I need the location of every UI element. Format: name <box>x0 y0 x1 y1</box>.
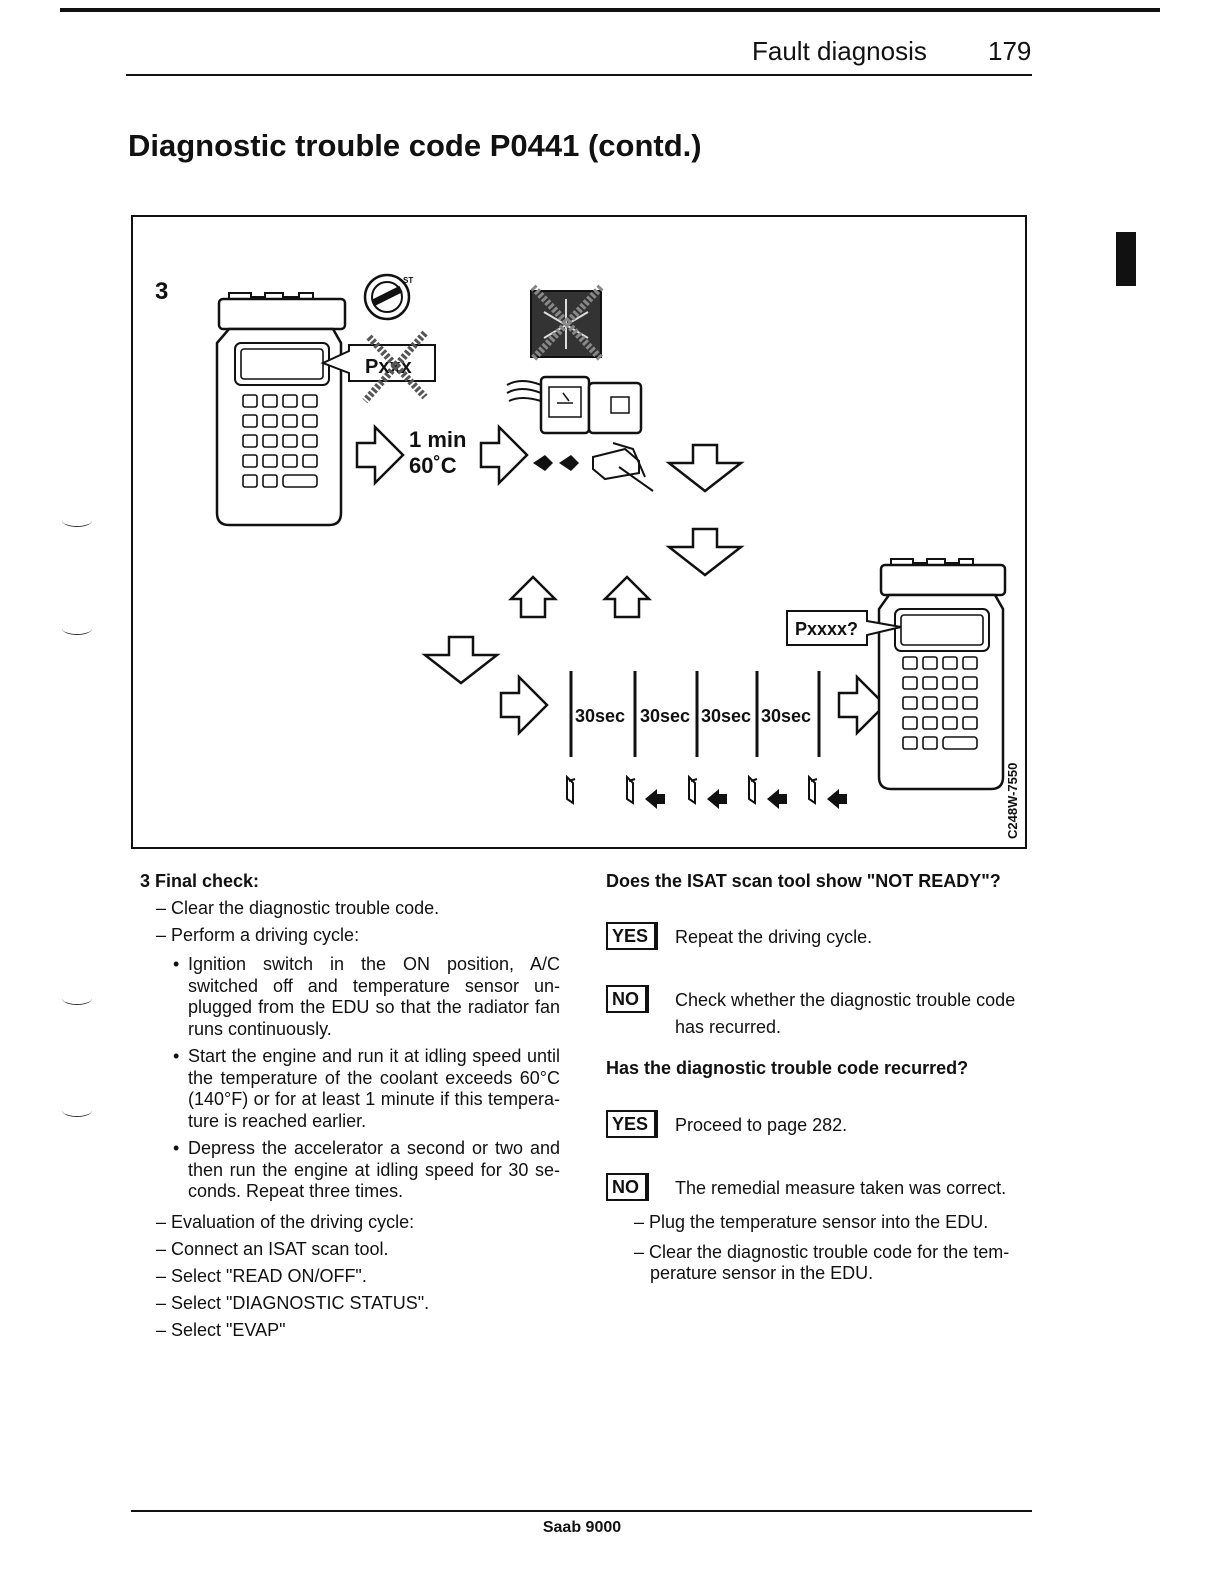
temperature-sensor-connector-icon <box>506 375 643 435</box>
answer-no: NO The remedial measure taken was correc… <box>606 1173 1036 1202</box>
instruction-item: – Select "EVAP" <box>156 1319 286 1340</box>
step-arrow-down <box>667 527 743 577</box>
ignition-key-icon: ST <box>363 273 413 321</box>
answer-yes: YES Repeat the driving cycle. <box>606 922 1036 951</box>
unplug-arrows-icon <box>533 455 579 471</box>
instruction-item: – Perform a driving cycle: <box>156 925 360 945</box>
instruction-item: – Select "READ ON/OFF". <box>156 1265 367 1286</box>
accelerator-pedal-icon <box>626 776 636 804</box>
step-arrow-up <box>509 575 557 619</box>
accelerator-pedal-icon <box>748 776 758 804</box>
final-check-heading: 3 Final check: <box>140 871 260 891</box>
step-arrow-down <box>667 443 743 493</box>
top-border-rule <box>60 8 1160 12</box>
footer-rule <box>131 1510 1032 1512</box>
illustration-canvas: 3 Pxxx ST <box>155 273 1020 839</box>
code-callout-result: Pxxxx? <box>786 610 902 646</box>
time-label: 1 min <box>409 427 466 452</box>
scan-tool-left <box>215 292 347 527</box>
instruction-item: – Evaluation of the driving cycle: <box>156 1211 415 1232</box>
answer-text: Check whether the diagnostic trouble cod… <box>675 990 1016 1037</box>
no-badge: NO <box>606 1173 649 1201</box>
section-title: Fault diagnosis <box>752 36 927 66</box>
remedy-step: – Plug the temperature sensor into the E… <box>634 1212 989 1232</box>
binding-hole-mark <box>62 992 92 1005</box>
answer-text: The remedial measure taken was correct. <box>675 1178 1007 1198</box>
instruction-item: – Clear the diagnostic trouble code. <box>156 898 440 918</box>
accelerator-pedal-icon <box>566 776 576 804</box>
accelerator-pedal-icon <box>808 776 818 804</box>
step-number: 3 <box>155 278 168 305</box>
idle-timeline: 30sec 30sec 30sec 30sec <box>569 671 821 757</box>
ac-off-icon <box>530 284 604 362</box>
question-code-recurred: Has the diagnostic trouble code recurred… <box>606 1058 969 1078</box>
sensor-plug-icon <box>592 442 654 492</box>
page-number: 179 <box>988 36 1032 66</box>
instruction-item: – Connect an ISAT scan tool. <box>156 1238 389 1259</box>
code-callout-crossed: Pxxx <box>320 330 436 404</box>
yes-badge: YES <box>606 922 659 950</box>
question-not-ready: Does the ISAT scan tool show "NOT READY"… <box>606 871 1001 891</box>
answer-text: Repeat the driving cycle. <box>675 927 873 947</box>
temperature-label: 60˚C <box>409 453 457 478</box>
no-badge: NO <box>606 985 649 1013</box>
footer-model: Saab 9000 <box>542 1519 622 1536</box>
answer-yes: YES Proceed to page 282. <box>606 1110 1036 1139</box>
instruction-bullet: Depress the accelerator a second or two … <box>140 1138 560 1203</box>
step-arrow-up <box>603 575 651 619</box>
decision-tree: Does the ISAT scan tool show "NOT READY"… <box>606 868 1036 1285</box>
step-arrow-right <box>479 425 529 485</box>
interval-label: 30sec <box>640 706 690 726</box>
procedure-illustration: 3 Pxxx ST <box>131 215 1027 849</box>
page-title: Diagnostic trouble code P0441 (contd.) <box>128 128 702 163</box>
result-code-label: Pxxxx? <box>795 619 858 639</box>
interval-label: 30sec <box>701 706 751 726</box>
binding-hole-mark <box>62 1104 92 1117</box>
accelerator-pedal-icon <box>688 776 698 804</box>
header-rule <box>126 74 1032 76</box>
svg-text:ST: ST <box>403 276 413 285</box>
instruction-item: – Select "DIAGNOSTIC STATUS". <box>156 1292 430 1313</box>
section-marker-bar <box>1116 232 1136 286</box>
binding-hole-mark <box>62 622 92 635</box>
step-arrow-right <box>499 675 549 735</box>
final-check-instructions: 3 Final check: – Clear the diagnostic tr… <box>140 868 560 1344</box>
instruction-bullet: Ignition switch in the ON position, A/C … <box>140 954 560 1040</box>
step-arrow-right <box>355 425 405 485</box>
interval-label: 30sec <box>761 706 811 726</box>
step-arrow-down <box>423 635 499 685</box>
answer-text: Proceed to page 282. <box>675 1115 848 1135</box>
yes-badge: YES <box>606 1110 659 1138</box>
accelerator-pedal-sequence <box>566 776 847 809</box>
interval-label: 30sec <box>575 706 625 726</box>
instruction-bullet: Start the engine and run it at idling sp… <box>140 1046 560 1132</box>
binding-hole-mark <box>62 514 92 527</box>
remedy-step: – Clear the diagnostic trouble code for … <box>634 1241 1010 1284</box>
figure-id-label: C248W-7550 <box>1005 763 1020 839</box>
answer-no: NO Check whether the diagnostic trouble … <box>606 985 1036 1041</box>
scan-tool-right <box>877 558 1007 791</box>
